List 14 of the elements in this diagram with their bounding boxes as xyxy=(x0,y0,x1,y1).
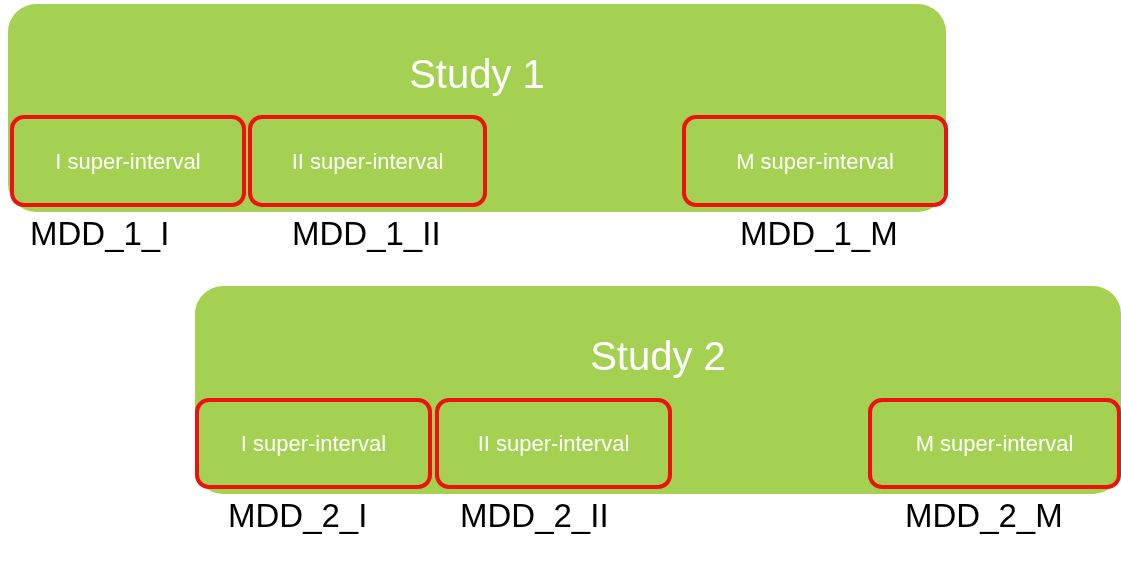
interval-label: II super-interval xyxy=(291,147,444,176)
interval-code: MDD_2_M xyxy=(905,496,1063,536)
interval-code: MDD_2_I xyxy=(228,496,368,536)
panel-title: Study 2 xyxy=(589,336,727,376)
interval-code: MDD_1_M xyxy=(740,214,898,254)
panel-title: Study 1 xyxy=(408,54,546,94)
interval-label: M super-interval xyxy=(736,147,894,176)
interval-label: M super-interval xyxy=(915,430,1074,458)
interval-code: MDD_1_II xyxy=(292,214,441,254)
interval-label: I super-interval xyxy=(240,430,387,458)
interval-code: MDD_2_II xyxy=(460,496,609,536)
interval-code: MDD_1_I xyxy=(30,214,170,254)
interval-label: I super-interval xyxy=(55,147,201,176)
interval-label: II super-interval xyxy=(477,430,630,458)
